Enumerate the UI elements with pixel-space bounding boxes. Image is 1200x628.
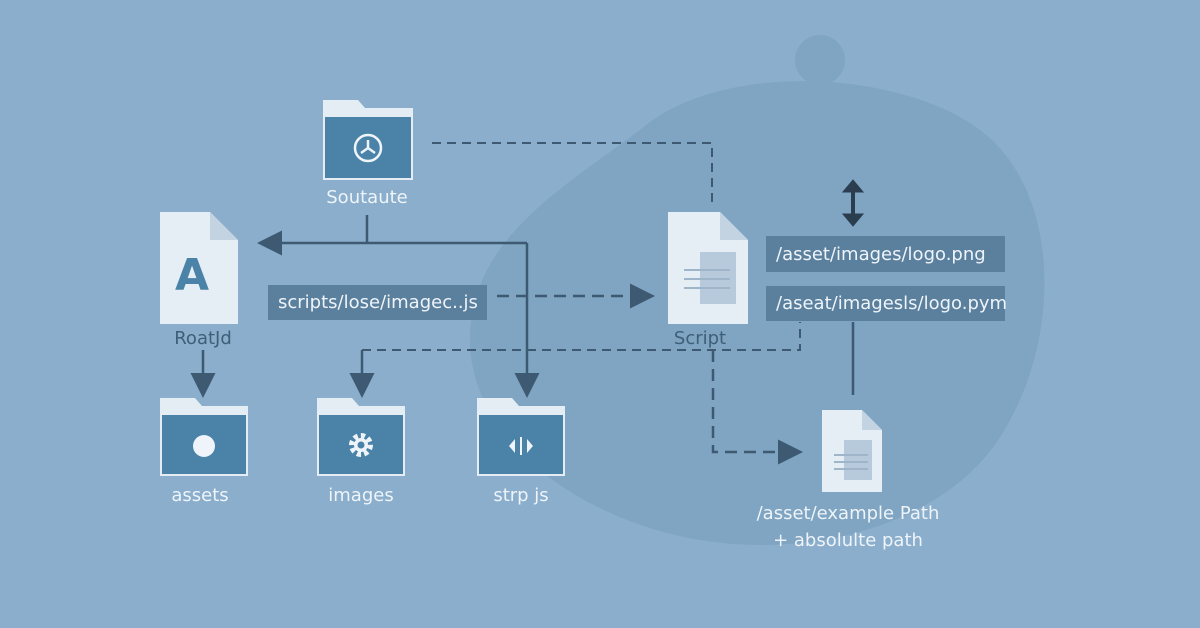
root-doc-glyph: A [175,250,209,301]
script-doc-label: Script [673,328,727,349]
images-folder[interactable] [317,398,405,476]
dashed-images-to-path [362,322,801,351]
gear-icon [349,433,373,457]
script-doc[interactable] [668,212,748,324]
root-doc-label: RoatJd [174,328,232,349]
result-doc[interactable] [822,410,882,492]
top-folder-label: Soutaute [326,187,408,208]
scripts-path-box: scripts/lose/imagec..js [268,285,487,320]
double-arrow-icon [841,179,865,227]
path-box-2: /aseat/imagesls/logo.pym [766,286,1007,321]
js-folder[interactable] [477,398,565,476]
dashed-script-to-result [711,350,803,465]
dashed-top-to-script [432,142,713,205]
assets-folder[interactable] [160,398,248,476]
images-folder-label: images [328,485,394,506]
background-blob [470,81,1045,545]
background-dot [795,35,845,85]
js-folder-label: strp js [493,485,549,506]
clock-icon [353,133,383,163]
code-icon [509,437,533,455]
assets-folder-label: assets [171,485,229,506]
result-doc-label-2: + absolulte path [773,530,923,551]
result-doc-label-1: /asset/example Path [756,503,940,524]
root-doc[interactable]: A [160,212,238,324]
apple-icon [193,435,215,457]
top-folder[interactable] [323,100,413,180]
path-box-1: /asset/images/logo.png [766,236,1005,272]
